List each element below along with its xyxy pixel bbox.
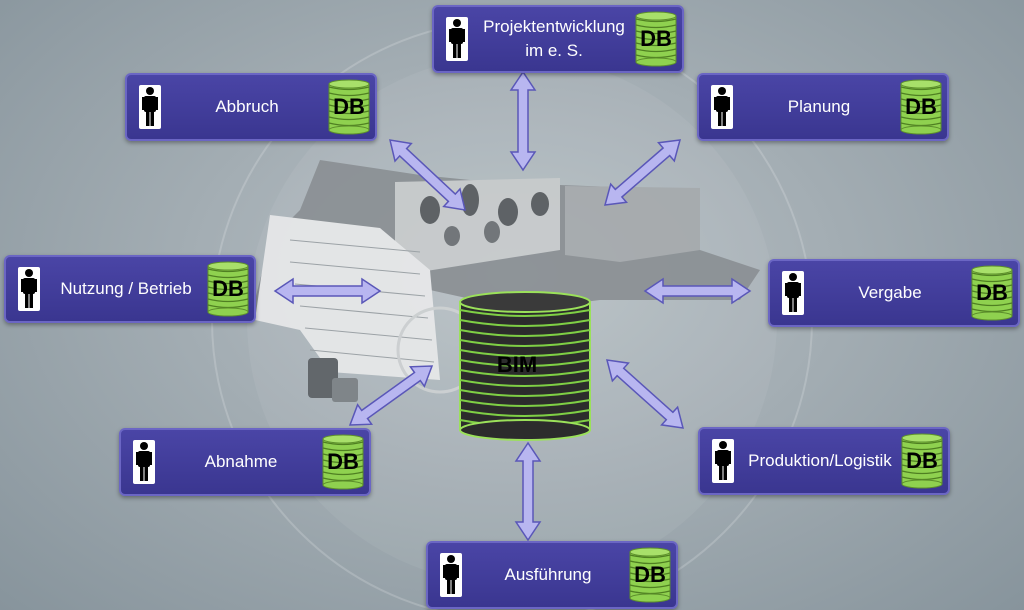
- db-label: DB: [906, 448, 938, 473]
- db-icon: DB: [899, 79, 943, 135]
- connector-arrow-abnahme: [348, 365, 434, 426]
- node-label: Projektentwicklung im e. S.: [483, 17, 625, 60]
- db-icon: DB: [970, 265, 1014, 321]
- db-icon: DB: [634, 11, 678, 67]
- person-icon: [711, 85, 733, 129]
- db-icon: DB: [900, 433, 944, 489]
- db-icon: DB: [327, 79, 371, 135]
- connector-arrow-nutzung: [273, 277, 382, 305]
- person-icon: [18, 267, 40, 311]
- connector-arrow-projektentwicklung: [509, 70, 537, 172]
- person-icon: [446, 17, 468, 61]
- node-planung[interactable]: Planung DB: [697, 73, 949, 141]
- db-label: DB: [333, 94, 365, 119]
- building-illustration: [250, 160, 760, 402]
- node-label: Planung: [787, 97, 851, 116]
- person-icon: [139, 85, 161, 129]
- db-label: DB: [905, 94, 937, 119]
- node-vergabe[interactable]: Vergabe DB: [768, 259, 1020, 327]
- node-label: Produktion/Logistik: [748, 451, 892, 470]
- person-icon: [712, 439, 734, 483]
- db-label: DB: [634, 562, 666, 587]
- node-label: Abnahme: [204, 452, 278, 471]
- db-label: DB: [640, 26, 672, 51]
- node-abbruch[interactable]: Abbruch DB: [125, 73, 377, 141]
- node-projektentwicklung[interactable]: Projektentwicklung im e. S. DB: [432, 5, 684, 73]
- connector-arrow-produktion: [605, 359, 685, 429]
- db-icon: DB: [628, 547, 672, 603]
- node-label: Vergabe: [858, 283, 922, 302]
- node-nutzung[interactable]: Nutzung / Betrieb DB: [4, 255, 256, 323]
- db-icon: DB: [206, 261, 250, 317]
- person-icon: [440, 553, 462, 597]
- db-label: DB: [976, 280, 1008, 305]
- node-label: Abbruch: [215, 97, 279, 116]
- node-produktion[interactable]: Produktion/Logistik DB: [698, 427, 950, 495]
- db-label: DB: [212, 276, 244, 301]
- node-abnahme[interactable]: Abnahme DB: [119, 428, 371, 496]
- db-label: DB: [327, 449, 359, 474]
- node-label: Nutzung / Betrieb: [60, 279, 192, 298]
- bim-label: BIM: [496, 352, 538, 377]
- connector-arrow-ausfuehrung: [514, 441, 542, 542]
- connector-arrow-vergabe: [643, 277, 752, 305]
- node-ausfuehrung[interactable]: Ausführung DB: [426, 541, 678, 609]
- node-label: Ausführung: [504, 565, 592, 584]
- connector-arrow-abbruch: [389, 139, 466, 211]
- db-icon: DB: [321, 434, 365, 490]
- person-icon: [782, 271, 804, 315]
- person-icon: [133, 440, 155, 484]
- connector-arrow-planung: [603, 139, 682, 206]
